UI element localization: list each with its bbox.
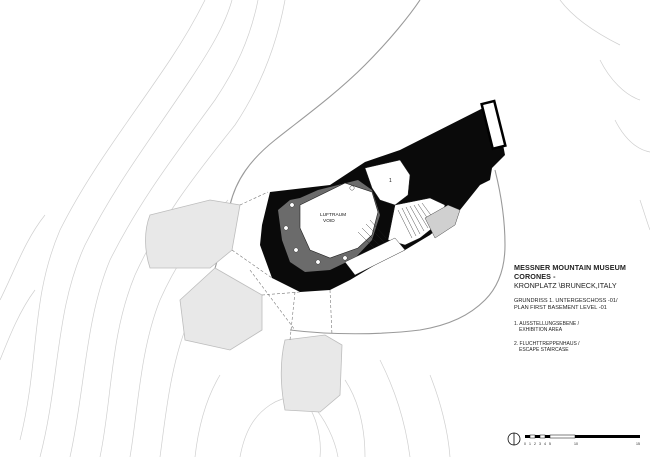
scale-tick-0: 0 [524,442,526,446]
legend-item-translation: EXHIBITION AREA [519,327,563,334]
site-dash-lines [231,191,333,341]
void-label-line1: LUFTRAUM [320,212,346,218]
scale-tick-4: 4 [544,442,546,446]
legend-item-label: 1. AUSSTELLUNGSEBENE / [514,321,580,327]
scale-tick-15: 15 [636,442,640,446]
plan-title-block: GRUNDRISS 1. UNTERGESCHOSS -01/ PLAN FIR… [514,298,644,312]
void-space [299,182,379,259]
escape-stair [424,204,461,239]
skylight [480,99,507,151]
legend-item-staircase: 2. FLUCHTTREPPENHAUS / ESCAPE STAIRCASE [514,341,644,354]
room-1 [364,159,411,206]
terrace-platforms [145,199,343,413]
scale-tick-10: 10 [574,442,578,446]
legend-item-translation: ESCAPE STAIRCASE [519,347,569,354]
plan-title-line1: GRUNDRISS 1. UNTERGESCHOSS -01/ [514,298,618,304]
legend-item-exhibition: 1. AUSSTELLUNGSEBENE / EXHIBITION AREA [514,321,644,334]
museum-title-line1: MESSNER MOUNTAIN MUSEUM [514,263,626,272]
scale-tick-5: 5 [549,442,551,446]
terrace-south [280,334,343,413]
terrace-west [145,199,241,269]
scale-tick-3: 3 [539,442,541,446]
void-label-line2: VOID [323,218,335,224]
scale-tick-1: 1 [529,442,531,446]
scale-tick-2: 2 [534,442,536,446]
ramp-posts [283,185,355,265]
room-number-label: 1 [389,178,392,184]
plan-legend: MESSNER MOUNTAIN MUSEUM CORONES - KRONPL… [514,263,644,361]
north-arrow-icon [507,432,521,446]
museum-title-line2: CORONES - [514,272,556,281]
plan-title-line2: PLAN FIRST BASEMENT LEVEL -01 [514,305,607,311]
museum-location: KRONPLATZ \BRUNECK,ITALY [514,281,617,290]
scale-bar: 0 1 2 3 4 5 10 15 [524,434,640,446]
terrace-southwest [179,267,263,351]
museum-building [260,99,507,292]
corridor [344,237,406,276]
legend-item-label: 2. FLUCHTTREPPENHAUS / [514,340,580,347]
